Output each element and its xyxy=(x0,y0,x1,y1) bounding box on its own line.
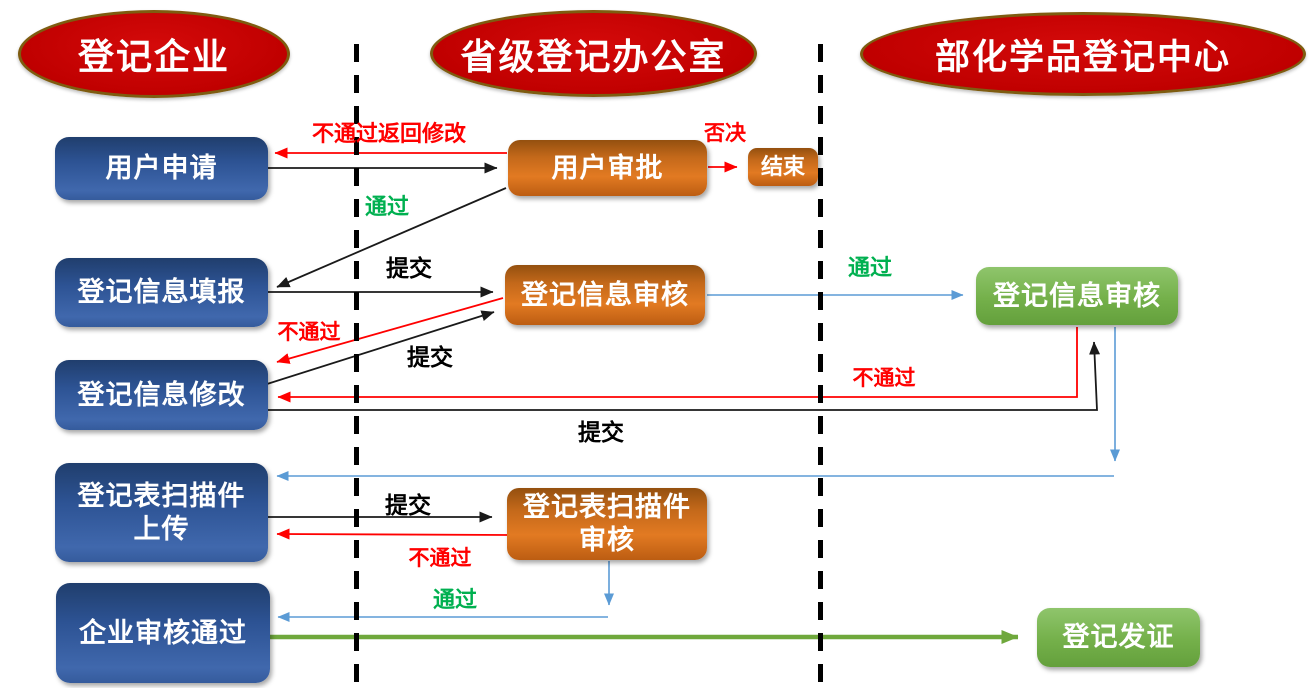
edge-modify-submit-to-ministry xyxy=(267,341,1101,411)
label-submit-ministry: 提交 xyxy=(578,419,624,445)
label-pass-user: 通过 xyxy=(364,194,410,219)
lane-header-enterprise: 登记企业 xyxy=(18,10,290,98)
label-submit-modify: 提交 xyxy=(407,344,453,370)
label-fail-scan: 不通过 xyxy=(408,547,472,570)
lane-header-province: 省级登记办公室 xyxy=(430,10,757,97)
edge-modify-submit-to-review xyxy=(266,310,495,385)
node-issue-cert: 登记发证 xyxy=(1037,608,1200,667)
node-end: 结束 xyxy=(748,148,818,186)
node-info-fill: 登记信息填报 xyxy=(55,258,268,327)
label-fail-fill: 不通过 xyxy=(277,321,341,344)
node-info-review-province: 登记信息审核 xyxy=(505,265,705,325)
node-info-review-ministry: 登记信息审核 xyxy=(976,267,1178,325)
node-scan-upload: 登记表扫描件 上传 xyxy=(55,463,268,562)
node-user-approve: 用户审批 xyxy=(508,140,707,196)
label-submit-fill: 提交 xyxy=(386,255,432,281)
node-enterprise-passed: 企业审核通过 xyxy=(56,583,270,683)
label-fail-ministry: 不通过 xyxy=(852,367,916,390)
edge-review-fail-to-modify xyxy=(276,297,504,364)
lane-header-ministry: 部化学品登记中心 xyxy=(860,12,1306,96)
label-pass-scan: 通过 xyxy=(432,587,478,612)
edge-scanreview-fail-to-upload xyxy=(276,528,517,540)
label-submit-scan: 提交 xyxy=(385,492,431,518)
label-reject-return: 不通过返回修改 xyxy=(311,121,467,146)
node-scan-review: 登记表扫描件 审核 xyxy=(507,488,707,560)
edge-approve-pass-to-fill xyxy=(276,187,507,288)
lane-divider-2 xyxy=(818,44,823,686)
label-pass-province: 通过 xyxy=(847,255,893,280)
label-veto: 否决 xyxy=(704,122,746,145)
node-info-modify: 登记信息修改 xyxy=(55,360,268,430)
node-user-apply: 用户申请 xyxy=(55,137,268,200)
lane-divider-1 xyxy=(354,44,359,686)
edge-ministry-fail-to-modify xyxy=(277,327,1078,403)
